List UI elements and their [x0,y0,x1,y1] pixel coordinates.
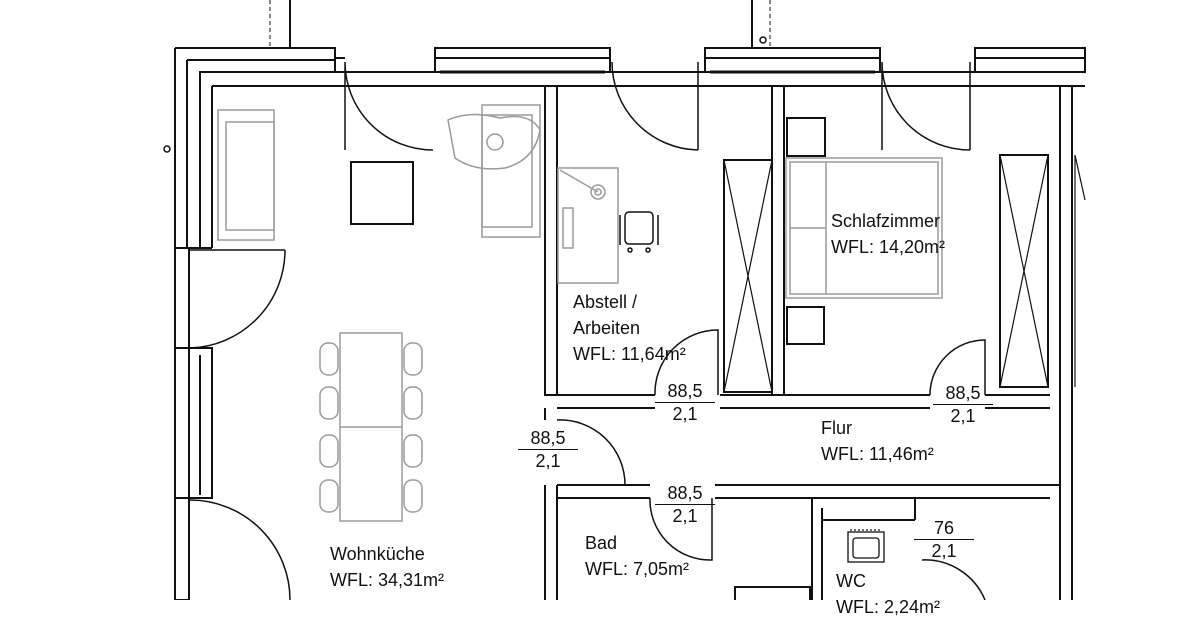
door-height: 2,1 [672,404,698,424]
door-dimension: 76 2,1 [914,517,974,562]
door-width: 76 [914,517,974,540]
door-width: 88,5 [933,382,993,405]
room-wohnkueche: Wohnküche WFL: 34,31m² [330,541,444,593]
door-height: 2,1 [535,451,561,471]
room-schlafzimmer: Schlafzimmer WFL: 14,20m² [831,208,945,260]
room-wc: WC WFL: 2,24m² [836,568,940,620]
room-name-line2: Arbeiten [573,318,641,338]
room-flur: Flur WFL: 11,46m² [821,415,934,467]
room-area: WFL: 14,20m² [831,237,946,257]
door-height: 2,1 [950,406,976,426]
room-bad: Bad WFL: 7,05m² [585,530,689,582]
door-dimension: 88,5 2,1 [518,427,578,472]
door-width: 88,5 [655,380,715,403]
door-width: 88,5 [518,427,578,450]
floor-plan-drawing [163,0,1086,600]
room-name: Bad [585,533,618,553]
room-area: WFL: 11,46m² [821,444,934,464]
room-name: Flur [821,418,852,438]
room-name: Schlafzimmer [831,211,941,231]
door-height: 2,1 [672,506,698,526]
room-abstell: Abstell / Arbeiten WFL: 11,64m² [573,289,686,367]
room-name-line1: Abstell / [573,292,638,312]
door-dimension: 88,5 2,1 [655,482,715,527]
door-dimension: 88,5 2,1 [655,380,715,425]
room-area: WFL: 2,24m² [836,597,941,617]
door-width: 88,5 [655,482,715,505]
room-name: Wohnküche [330,544,425,564]
door-dimension: 88,5 2,1 [933,382,993,427]
door-height: 2,1 [931,541,957,561]
room-area: WFL: 34,31m² [330,570,445,590]
room-name: WC [836,571,866,591]
room-area: WFL: 11,64m² [573,344,686,364]
room-area: WFL: 7,05m² [585,559,690,579]
door-swing [344,61,434,151]
outer-wall-top [174,47,336,248]
